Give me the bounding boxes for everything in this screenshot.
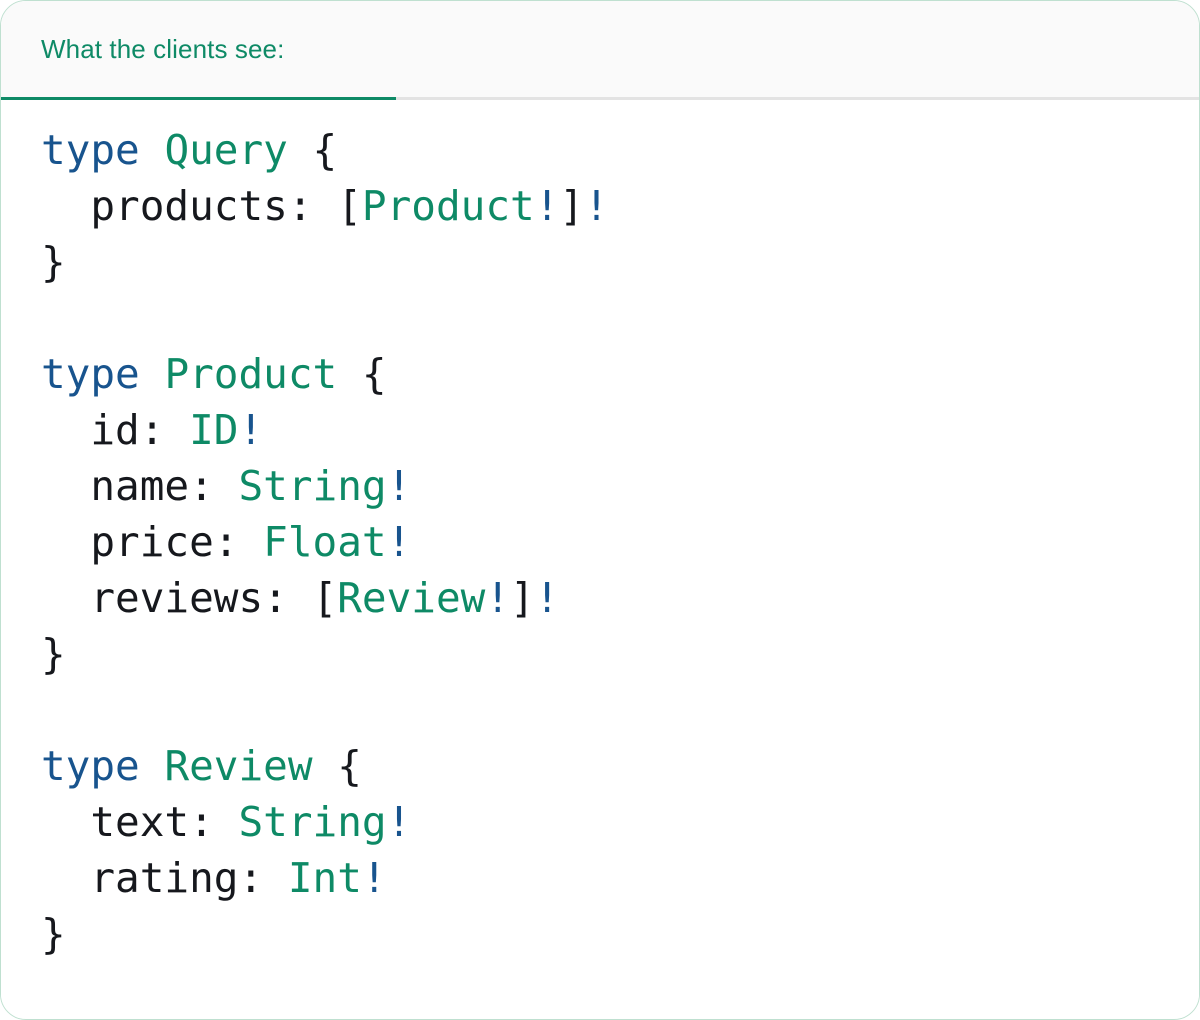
code-token: ! <box>386 462 412 510</box>
code-token: ! <box>386 518 412 566</box>
code-token: ! <box>238 406 264 454</box>
code-token <box>41 518 90 566</box>
code-token: ! <box>584 182 609 230</box>
code-token: [ <box>312 574 338 622</box>
code-token: ! <box>361 854 387 902</box>
code-token: Query <box>164 126 288 174</box>
code-token <box>41 798 90 846</box>
code-token <box>288 126 313 174</box>
code-token <box>41 462 90 510</box>
code-token: ! <box>534 574 560 622</box>
code-token: ] <box>510 574 535 622</box>
code-token: [ <box>337 182 362 230</box>
code-token: : <box>189 798 239 846</box>
code-token: : <box>287 182 338 230</box>
tab-bar: What the clients see: <box>1 1 1199 100</box>
code-token: Float <box>263 518 387 566</box>
code-token <box>140 742 165 790</box>
code-token: name <box>90 462 190 510</box>
code-token: { <box>312 126 338 174</box>
code-token: ] <box>559 182 585 230</box>
code-token: : <box>263 574 313 622</box>
code-token: : <box>189 462 239 510</box>
tab-what-the-clients-see[interactable]: What the clients see: <box>1 1 396 100</box>
code-token <box>41 182 90 230</box>
code-token <box>41 406 90 454</box>
code-token: ID <box>189 406 239 454</box>
code-token: rating <box>90 854 239 902</box>
code-token <box>41 854 90 902</box>
code-token: ! <box>386 798 412 846</box>
code-token <box>337 350 362 398</box>
code-token: ! <box>485 574 511 622</box>
code-token: id <box>90 406 140 454</box>
code-token: String <box>238 462 387 510</box>
code-token: Review <box>164 742 313 790</box>
tab-label: What the clients see: <box>41 34 285 64</box>
code-token: Int <box>287 854 362 902</box>
code-token: reviews <box>90 574 264 622</box>
graphql-schema-code[interactable]: type Query { products: [Product!]! } typ… <box>1 122 1199 962</box>
code-token <box>41 574 90 622</box>
code-token: } <box>41 238 66 286</box>
code-token: } <box>41 630 66 678</box>
code-token: : <box>213 518 264 566</box>
code-token: { <box>337 742 362 790</box>
code-token: type <box>41 742 140 790</box>
code-token: products <box>90 182 288 230</box>
code-token: type <box>41 126 140 174</box>
code-token: text <box>90 798 190 846</box>
code-token: type <box>41 350 140 398</box>
code-token <box>313 742 338 790</box>
code-token: { <box>361 350 387 398</box>
code-token: : <box>139 406 190 454</box>
code-token: String <box>238 798 387 846</box>
code-token: } <box>41 910 66 958</box>
code-token: Review <box>337 574 486 622</box>
code-token: ! <box>534 182 560 230</box>
code-token <box>140 350 165 398</box>
code-token: price <box>90 518 214 566</box>
code-token: Product <box>361 182 535 230</box>
code-token <box>140 126 165 174</box>
code-area: type Query { products: [Product!]! } typ… <box>1 100 1199 1018</box>
code-token: : <box>238 854 288 902</box>
code-token: Product <box>164 350 338 398</box>
